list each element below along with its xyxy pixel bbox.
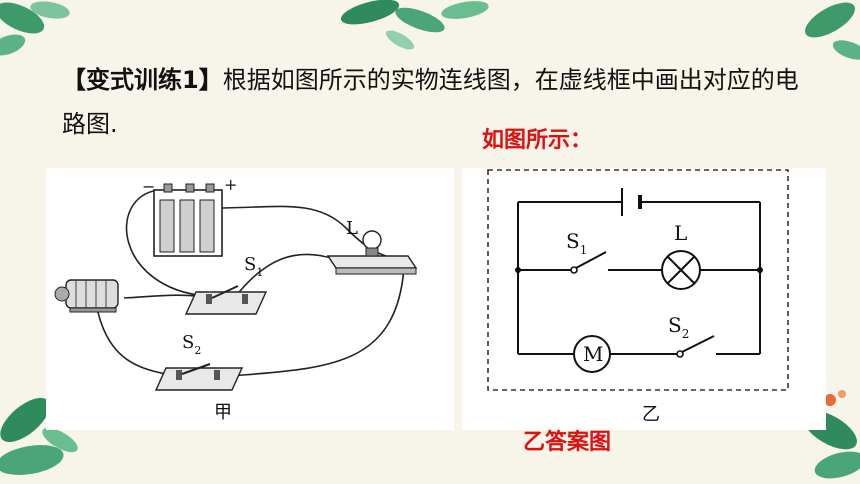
wire-battery-to-s1 [125, 189, 207, 297]
wire-s1-to-lamp [235, 253, 332, 297]
battery-minus-label: − [142, 177, 155, 196]
dashed-answer-frame [487, 169, 789, 391]
junction-dot [757, 267, 763, 273]
motor-symbol [573, 335, 611, 373]
switch-s2-symbol-label: S2 [668, 313, 689, 341]
lamp-base [326, 230, 418, 275]
lamp-symbol [661, 250, 701, 290]
problem-tag: 【变式训练1】 [62, 66, 223, 94]
switch-s2-label: S2 [182, 332, 201, 357]
physical-wiring-figure: − + L S1 [46, 168, 454, 430]
figure-left-caption: 甲 [214, 402, 232, 423]
battery-plus-label: + [224, 175, 237, 194]
leaf-decoration-bottom-left [0, 397, 78, 475]
motor [54, 279, 119, 313]
switch-s1-label: S1 [244, 254, 263, 279]
circuit-diagram-figure: S1 L M S2 乙 [462, 168, 826, 430]
battery-pack [153, 183, 223, 257]
switch-s1-symbol-label: S1 [566, 229, 587, 257]
switch-s1 [184, 285, 268, 315]
wire-motor-to-s2 [95, 302, 167, 375]
problem-text: 根据如图所示的实物连线图，在虚线框中画出对应的电路图. [62, 66, 799, 138]
junction-dot [515, 267, 521, 273]
motor-symbol-letter: M [583, 342, 603, 366]
leaf-decoration-top-right [805, 2, 860, 60]
lamp-label: L [346, 218, 358, 239]
answer-heading: 如图所示： [482, 128, 593, 153]
problem-statement: 【变式训练1】根据如图所示的实物连线图，在虚线框中画出对应的电路图. [62, 58, 822, 146]
switch-s2-symbol [676, 335, 715, 358]
wire-s2-to-lamp [230, 267, 405, 377]
figure-right-caption: 乙 [642, 404, 660, 425]
lamp-symbol-label: L [674, 221, 687, 245]
answer-caption: 乙答案图 [523, 430, 612, 455]
leaf-decoration-top-left [0, 1, 70, 56]
switch-s1-symbol [570, 251, 607, 274]
switch-s2 [154, 363, 244, 391]
wire-battery-to-lamp [215, 205, 387, 257]
leaf-decoration-top-center [340, 0, 489, 50]
wire-motor-to-s1 [123, 294, 197, 299]
